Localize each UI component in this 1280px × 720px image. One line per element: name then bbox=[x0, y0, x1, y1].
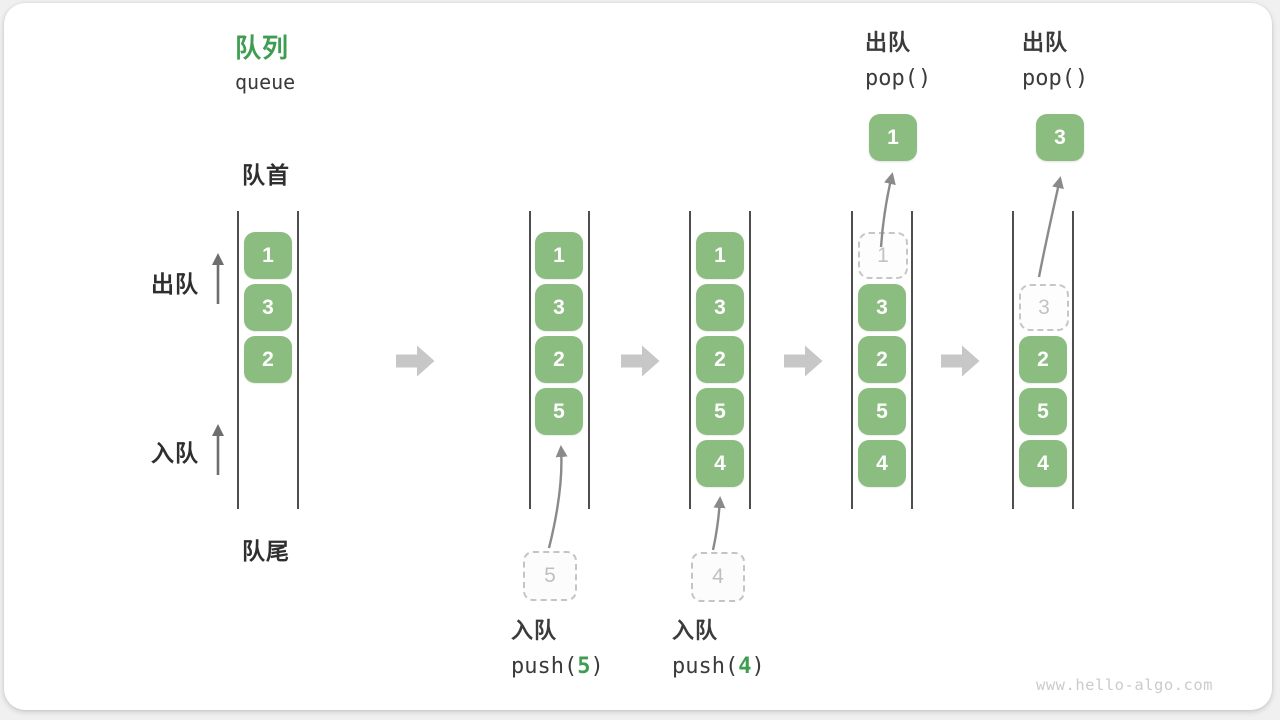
queue-cell: 1 bbox=[696, 232, 744, 279]
incoming-item-box: 4 bbox=[691, 552, 745, 602]
popped-item-box: 1 bbox=[869, 114, 917, 161]
incoming-item-box: 5 bbox=[523, 551, 577, 601]
queue-cell: 2 bbox=[858, 336, 906, 383]
queue-cell: 5 bbox=[858, 388, 906, 435]
queue-cell-ghost: 3 bbox=[1019, 284, 1069, 331]
push-code-arg: 5 bbox=[577, 654, 591, 679]
queue-cell: 2 bbox=[1019, 336, 1067, 383]
queue-cell: 4 bbox=[1019, 440, 1067, 487]
queue-wall-right bbox=[297, 211, 299, 509]
queue-rear-label: 队尾 bbox=[242, 538, 290, 564]
push-code-arg: 4 bbox=[738, 654, 752, 679]
queue-wall-right bbox=[1072, 211, 1074, 509]
push-code-suffix: ) bbox=[751, 654, 765, 679]
dequeue-side-label: 出队 bbox=[151, 271, 199, 297]
queue-cell: 3 bbox=[244, 284, 292, 331]
queue-wall-left bbox=[237, 211, 239, 509]
queue-wall-left bbox=[529, 211, 531, 509]
pop-op-zh: 出队 bbox=[1022, 30, 1069, 55]
push-op-code: push(5) bbox=[511, 654, 604, 680]
push-op-code: push(4) bbox=[672, 654, 765, 680]
push-code-prefix: push( bbox=[511, 654, 578, 679]
queue-wall-right bbox=[588, 211, 590, 509]
queue-wall-right bbox=[911, 211, 913, 509]
popped-item-box: 3 bbox=[1036, 114, 1084, 161]
pop-op-label-2: 出队 pop() bbox=[1022, 30, 1088, 92]
queue-cell: 2 bbox=[244, 336, 292, 383]
push-code-suffix: ) bbox=[590, 654, 604, 679]
push-op-label-2: 入队 push(4) bbox=[672, 618, 765, 680]
queue-wall-left bbox=[689, 211, 691, 509]
queue-cell: 1 bbox=[244, 232, 292, 279]
queue-cell: 3 bbox=[858, 284, 906, 331]
queue-wall-right bbox=[749, 211, 751, 509]
queue-front-label: 队首 bbox=[242, 162, 290, 188]
queue-cell-ghost: 1 bbox=[858, 232, 908, 279]
queue-cell: 5 bbox=[1019, 388, 1067, 435]
diagram-card bbox=[4, 3, 1272, 710]
pop-op-label-1: 出队 pop() bbox=[865, 30, 931, 92]
queue-cell: 2 bbox=[696, 336, 744, 383]
pop-op-zh: 出队 bbox=[865, 30, 912, 55]
queue-cell: 1 bbox=[535, 232, 583, 279]
pop-op-code: pop() bbox=[1022, 66, 1089, 91]
page-title: 队列 bbox=[235, 33, 290, 63]
queue-cell: 3 bbox=[696, 284, 744, 331]
enqueue-side-label: 入队 bbox=[151, 440, 199, 466]
queue-wall-left bbox=[1012, 211, 1014, 509]
queue-cell: 3 bbox=[535, 284, 583, 331]
pop-op-code: pop() bbox=[865, 66, 932, 91]
queue-cell: 5 bbox=[696, 388, 744, 435]
queue-cell: 2 bbox=[535, 336, 583, 383]
push-code-prefix: push( bbox=[672, 654, 739, 679]
page-subtitle: queue bbox=[235, 70, 296, 94]
queue-cell: 4 bbox=[858, 440, 906, 487]
push-op-zh: 入队 bbox=[672, 618, 719, 643]
queue-wall-left bbox=[851, 211, 853, 509]
queue-cell: 4 bbox=[696, 440, 744, 487]
push-op-zh: 入队 bbox=[511, 618, 558, 643]
push-op-label-1: 入队 push(5) bbox=[511, 618, 604, 680]
watermark: www.hello-algo.com bbox=[1036, 676, 1213, 694]
queue-cell: 5 bbox=[535, 388, 583, 435]
